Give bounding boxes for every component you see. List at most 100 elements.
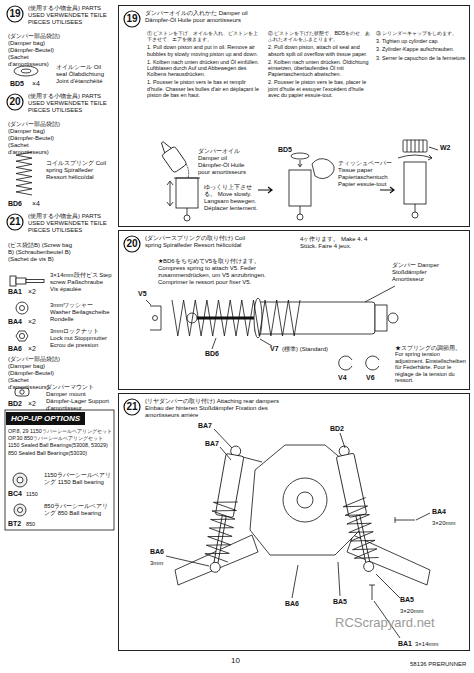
parts-icons <box>5 410 114 530</box>
label-text: ダンパーオイル Damper oil Dämpfer-Öl Huile pour… <box>198 148 253 176</box>
hopup-badge: HOP-UP OPTIONS <box>6 412 85 425</box>
spring-assembly <box>365 286 395 302</box>
label-text: 1. Pousser le piston vers le bas et remp… <box>147 79 262 98</box>
label-text: オイルシール Oil seal Ölabdichtung Joint d'éta… <box>56 64 112 85</box>
label-text: ×2 <box>28 345 36 353</box>
part-code: BD2 <box>8 400 22 408</box>
label-text: (使用する小物金具) PARTS USED VERWENDETE TEILE P… <box>28 5 112 26</box>
part-code: BD5 <box>10 80 24 88</box>
parts-icons <box>16 278 26 284</box>
part-code: BA7 <box>205 440 219 448</box>
label-text: (標準) (Standard) <box>282 346 332 353</box>
rear-chassis <box>416 513 430 520</box>
label-text: 1150ラバーシールベアリング 1150 Ball bearing <box>44 472 112 486</box>
label-text: ×4 <box>32 80 40 88</box>
label-text: OP.30 850ラバーシールベアリングセット <box>8 435 112 441</box>
step-circle <box>7 94 23 110</box>
label-text: (使用する小物金具) PARTS USED VERWENDETE TEILE P… <box>28 213 112 234</box>
step-heading: (リヤダンパーの取り付け) Attaching rear dampers Ein… <box>145 398 283 419</box>
rear-chassis <box>363 561 375 573</box>
oil-filling-steps <box>159 140 171 153</box>
spring-assembly <box>375 305 387 331</box>
step-number: 20 <box>6 93 24 111</box>
step-number: 19 <box>6 5 24 23</box>
label-text: ① ピストンを下げ、オイルを入れ、ピストンを上下させて、エアを抜きます。 <box>147 30 262 42</box>
label-text: 3. Serrer le capuchon de la fermeture. <box>376 55 467 61</box>
step-number: 19 <box>123 10 141 28</box>
step-circle <box>124 399 140 415</box>
label-text: ★スプリングの調節用。 For spring tension adjustmen… <box>395 345 467 384</box>
step-number-text: 19 <box>123 10 141 28</box>
oil-filling-steps <box>186 164 189 178</box>
spring-assembly <box>153 316 158 321</box>
label-text: ② ピストンを下げた状態で、BD5をのせ、あふれたオイルをふきとります。 <box>268 30 370 42</box>
label-text: RCScrapyard.net <box>335 616 435 631</box>
label-text: 2. Kolben nach unten drücken. Öldichtung… <box>268 59 370 78</box>
oil-filling-steps <box>156 138 438 221</box>
label-text: 850ラバーシールベアリング 850 Ball bearing <box>44 503 112 517</box>
part-code: V5 <box>138 290 147 298</box>
label-text: ×2 <box>28 400 36 408</box>
spring-assembly <box>260 339 272 346</box>
part-code: BD2 <box>330 425 344 433</box>
step-circle <box>124 236 140 252</box>
spring-assembly <box>255 302 375 334</box>
label-text: 850 <box>26 521 35 527</box>
label-text: 1. Kolben nach unten drücken und Öl einf… <box>147 59 262 78</box>
label-text: ダンパーマウント Damper mount Dämpfer-Lager Supp… <box>46 384 112 412</box>
rear-chassis <box>369 585 375 600</box>
label-text: 2. Pousser le piston vers le bas, placer… <box>268 79 370 98</box>
parts-icons <box>14 66 38 76</box>
spring-coil <box>172 300 300 336</box>
part-code: V7 <box>270 345 279 353</box>
label-text: ★BD6をちぢめてV5を取り付けます。 Compress spring to a… <box>158 258 270 286</box>
spring-assembly <box>197 317 255 320</box>
parts-icons <box>20 390 24 394</box>
part-code: BA4 <box>8 318 22 326</box>
label-text: 3. Tighten up cylinder cap. <box>376 38 467 44</box>
label-text: 3×14mm <box>415 641 439 648</box>
oil-filling-steps <box>398 155 432 160</box>
spring-coil <box>343 498 379 559</box>
label-text: ティッシュペーパー Tissue paper Papiertaschentuch… <box>338 160 393 188</box>
parts-icons <box>13 473 27 487</box>
label-text: (使用する小物金具) PARTS USED VERWENDETE TEILE P… <box>28 93 112 114</box>
step-circle <box>7 6 23 22</box>
rear-chassis <box>297 492 313 508</box>
part-code: BC4 <box>8 490 22 498</box>
step-number-text: 19 <box>6 5 24 23</box>
step-number-text: 20 <box>123 235 141 253</box>
oil-filling-steps <box>380 187 394 193</box>
spring-coil <box>16 152 379 562</box>
oil-filling-steps <box>258 187 272 193</box>
oil-filling-steps <box>403 140 427 152</box>
label-text: 2. Pull down piston, attach oil seal and… <box>268 44 370 56</box>
part-code: W2 <box>440 144 451 152</box>
rear-chassis <box>235 455 350 465</box>
rear-chassis <box>283 478 327 522</box>
label-text: 1150 <box>26 491 38 497</box>
label-text: ゆっくり上下させる。 Move slowly. Langsam bewegen.… <box>204 184 260 212</box>
oil-filling-steps <box>174 178 200 179</box>
parts-icons <box>14 504 26 516</box>
parts-icons <box>16 302 28 314</box>
label-text: (ダンパー部品袋詰) (Damper bag) (Dämpfer-Beutel)… <box>8 121 70 155</box>
step-heading: ダンパーオイルの入れかた Damper oil Dämpfer-Öl Huile… <box>145 10 257 24</box>
oil-filling-steps <box>407 140 423 152</box>
label-text: OP.8, 29 1150ラバーシールベアリングセット <box>8 428 112 434</box>
label-text: 3mm <box>150 560 163 567</box>
parts-icons <box>21 69 31 73</box>
oil-filling-steps <box>404 162 426 204</box>
label-text: 3. Zylinder-Kappe aufschrauben. <box>376 46 467 52</box>
part-code: V6 <box>366 374 375 382</box>
label-text: 850 Sealed Ball Bearings(53030) <box>8 450 112 456</box>
parts-icons <box>10 276 16 286</box>
label-text: 10 <box>231 656 240 665</box>
part-code: BD5 <box>278 146 292 154</box>
part-code: BA7 <box>198 422 212 430</box>
part-code: BA5 <box>400 596 414 604</box>
rear-chassis <box>347 535 430 585</box>
oil-filling-steps <box>297 214 303 220</box>
label-text: 3×14mm段付ビス Step screw Paßschraube Vis ép… <box>50 272 112 293</box>
